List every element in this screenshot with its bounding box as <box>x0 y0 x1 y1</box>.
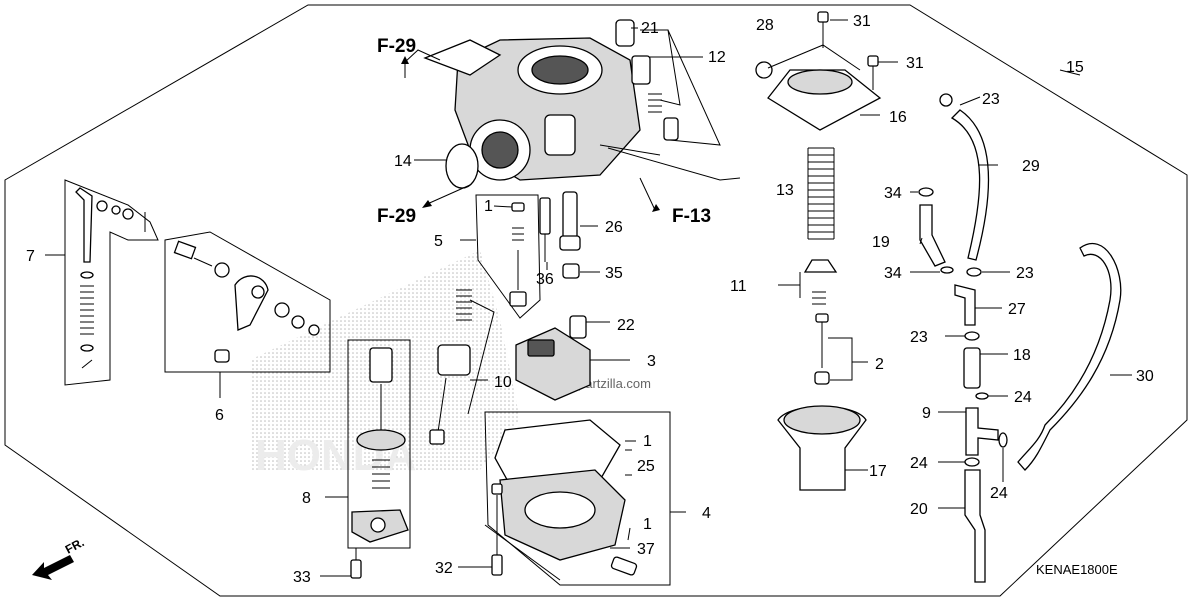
callout-17: 17 <box>869 463 887 480</box>
callout-1b: 1 <box>643 433 652 450</box>
jet-36 <box>539 197 551 235</box>
callout-4: 4 <box>702 505 711 522</box>
sensor-3 <box>515 327 591 401</box>
ref-f13: F-13 <box>672 206 711 227</box>
callout-1a: 1 <box>484 198 493 215</box>
spring-13 <box>808 147 834 240</box>
callout-6: 6 <box>215 407 224 424</box>
group-4-frame <box>484 411 671 586</box>
screw-35 <box>562 263 580 279</box>
lever-7 <box>75 187 93 263</box>
callout-7: 7 <box>26 248 35 265</box>
callout-5: 5 <box>434 233 443 250</box>
hose-19 <box>919 204 946 267</box>
callout-19: 19 <box>872 234 890 251</box>
callout-14: 14 <box>394 153 412 170</box>
callout-13: 13 <box>776 182 794 199</box>
callout-20: 20 <box>910 501 928 518</box>
callout-34a: 34 <box>884 185 902 202</box>
callout-labels: 7 6 5 1 36 26 35 14 21 12 22 3 10 8 33 1… <box>26 13 1154 586</box>
retainer-11 <box>803 259 838 273</box>
diaphragm-8 <box>356 429 406 451</box>
leader-lines <box>320 27 923 577</box>
callout-1c: 1 <box>643 516 652 533</box>
front-arrow <box>32 555 74 580</box>
drain-37 <box>610 556 638 576</box>
callout-30: 30 <box>1136 368 1154 385</box>
callout-29: 29 <box>1022 158 1040 175</box>
hose-29 <box>950 109 990 261</box>
diagram-code: KENAE1800E <box>1036 562 1118 577</box>
o-ring-14 <box>445 143 479 189</box>
callout-10: 10 <box>494 374 512 391</box>
cap-21 <box>615 19 635 47</box>
callout-15: 15 <box>1066 59 1084 76</box>
callout-18: 18 <box>1013 347 1031 364</box>
callout-26: 26 <box>605 219 623 236</box>
callout-24b: 24 <box>910 455 928 472</box>
callout-28: 28 <box>756 17 774 34</box>
switch-22 <box>569 315 587 339</box>
front-label: FR. <box>63 535 87 556</box>
callout-35: 35 <box>605 265 623 282</box>
group-8-frame <box>347 339 411 549</box>
callout-31a: 31 <box>853 13 871 30</box>
callout-2: 2 <box>875 356 884 373</box>
screw-10 <box>456 289 472 321</box>
hose-18 <box>963 347 981 389</box>
hose-30 <box>1017 242 1122 471</box>
callout-36: 36 <box>536 271 554 288</box>
callout-25: 25 <box>637 458 655 475</box>
callout-8: 8 <box>302 490 311 507</box>
callout-24c: 24 <box>990 485 1008 502</box>
callout-21: 21 <box>641 20 659 37</box>
callout-23b: 23 <box>1016 265 1034 282</box>
site-watermark: partzilla.com <box>578 376 651 391</box>
callout-34b: 34 <box>884 265 902 282</box>
callout-16: 16 <box>889 109 907 126</box>
group-6-frame <box>164 231 331 373</box>
callout-3: 3 <box>647 353 656 370</box>
jet-12 <box>631 55 651 85</box>
callout-24a: 24 <box>1014 389 1032 406</box>
choke-lever <box>234 275 269 331</box>
group-7-frame <box>64 179 159 386</box>
carburetor-body <box>423 37 661 181</box>
joint-27 <box>954 284 976 326</box>
callout-22: 22 <box>617 317 635 334</box>
joint-9 <box>965 407 999 456</box>
callout-33: 33 <box>293 569 311 586</box>
callout-31b: 31 <box>906 55 924 72</box>
spring-8 <box>372 459 390 489</box>
callout-27: 27 <box>1008 301 1026 318</box>
callout-32: 32 <box>435 560 453 577</box>
callout-37: 37 <box>637 541 655 558</box>
hose-20 <box>964 469 986 583</box>
group-5-frame <box>475 194 541 319</box>
callout-23a: 23 <box>982 91 1000 108</box>
outer-frame <box>4 4 1188 597</box>
callout-11: 11 <box>730 278 747 295</box>
spring-7 <box>80 285 94 335</box>
callout-12: 12 <box>708 49 726 66</box>
callout-23c: 23 <box>910 329 928 346</box>
callout-9: 9 <box>922 405 931 422</box>
ref-f29-top: F-29 <box>377 36 416 57</box>
ref-f29-bottom: F-29 <box>377 206 416 227</box>
